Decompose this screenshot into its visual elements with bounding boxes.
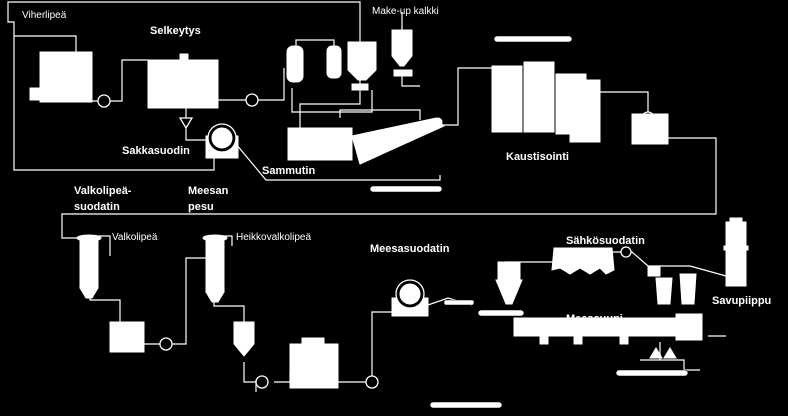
sammutin-classifier bbox=[351, 117, 445, 165]
pump-4 bbox=[159, 337, 173, 351]
makeup-silo bbox=[391, 29, 413, 67]
viherlipea-tank bbox=[39, 51, 93, 103]
pump-7 bbox=[620, 246, 632, 258]
label-sammutin: Sammutin bbox=[262, 165, 315, 177]
label-selkeytys: Selkeytys bbox=[150, 25, 201, 37]
labels: Viherlipeä Selkeytys Make-up kalkki Sakk… bbox=[22, 6, 771, 325]
kaustisointi-reactor-4 bbox=[569, 79, 601, 143]
valkolipea-suodatin bbox=[79, 235, 99, 289]
label-valkolipea-suodatin-2: suodatin bbox=[74, 201, 120, 213]
sammutin-tank bbox=[287, 127, 353, 161]
pump-2 bbox=[245, 93, 259, 107]
conveyor-mees bbox=[443, 299, 475, 306]
label-viherlipea: Viherlipeä bbox=[22, 10, 67, 21]
conveyor-bottom-2 bbox=[429, 401, 503, 409]
sakka-valve bbox=[178, 117, 194, 130]
filter-b bbox=[326, 45, 342, 79]
label-meesan-pesu-1: Meesan bbox=[188, 185, 229, 197]
kaustisointi-reactor-2 bbox=[523, 61, 555, 133]
label-valkolipea: Valkolipeä bbox=[112, 232, 158, 243]
fan-cyclone-1 bbox=[655, 277, 673, 305]
label-make-up-kalkki: Make-up kalkki bbox=[372, 6, 439, 17]
selkeytys-tank bbox=[147, 59, 219, 109]
pump-1 bbox=[97, 94, 111, 108]
label-meesauuni: Meesauuni bbox=[566, 313, 623, 325]
filter-a bbox=[286, 45, 304, 83]
label-heikkovalkolipea: Heikkovalkolipeä bbox=[236, 232, 311, 243]
valkolipea-tank bbox=[109, 321, 145, 353]
conveyor-mid bbox=[369, 185, 443, 193]
label-meesan-pesu-2: pesu bbox=[188, 201, 214, 213]
pump-6 bbox=[365, 375, 379, 389]
pump-5 bbox=[255, 375, 269, 389]
label-valkolipea-suodatin-1: Valkolipeä- bbox=[74, 185, 132, 197]
savupiippu bbox=[725, 221, 747, 287]
sahkosuodatin bbox=[551, 247, 615, 275]
label-meesasuodatin: Meesasuodatin bbox=[370, 243, 450, 255]
kaustisointi-tank bbox=[631, 113, 669, 145]
label-kaustisointi: Kaustisointi bbox=[506, 151, 569, 163]
piping bbox=[7, 1, 727, 392]
conveyor-bottom-1 bbox=[615, 369, 689, 377]
meesan-pesu-suodatin bbox=[205, 235, 225, 293]
label-sahkosuodatin: Sähkösuodatin bbox=[566, 235, 645, 247]
equipment bbox=[29, 29, 749, 409]
meesan-pesu-tank bbox=[289, 343, 339, 389]
lime-silo bbox=[347, 41, 377, 81]
cyclone bbox=[495, 279, 523, 305]
label-sakkasuodin: Sakkasuodin bbox=[122, 145, 190, 157]
meesan-pesu-cone bbox=[233, 321, 255, 357]
conveyor-uuni bbox=[477, 309, 525, 317]
label-savupiippu: Savupiippu bbox=[712, 295, 771, 307]
cyclone-top bbox=[497, 261, 521, 281]
viherlipea-tank-motor bbox=[29, 87, 41, 101]
conveyor-top bbox=[493, 35, 573, 43]
fan-cyclone-2 bbox=[679, 273, 697, 305]
kaustisointi-reactor-1 bbox=[491, 65, 523, 133]
